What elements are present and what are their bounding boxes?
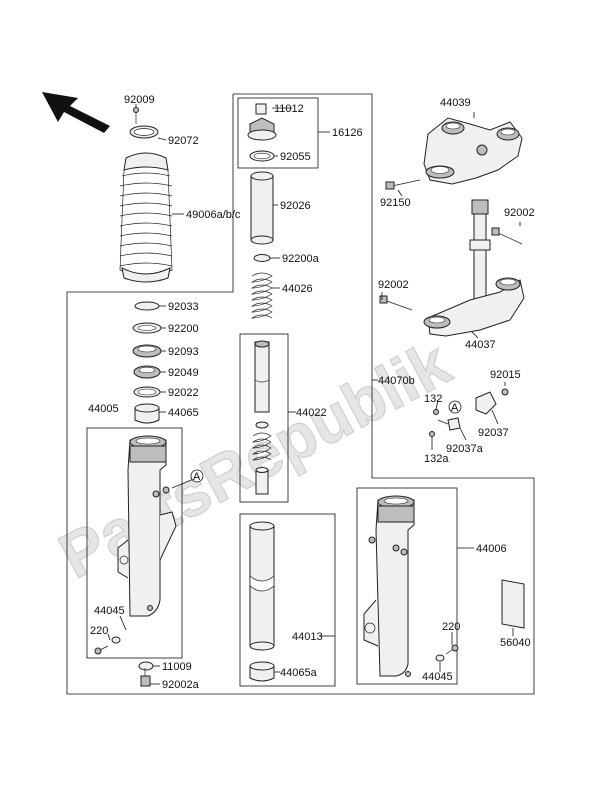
label-56040: 56040 (500, 637, 531, 649)
brake-hose-clip (429, 388, 509, 437)
label-44039: 44039 (440, 97, 471, 109)
label-44045-right: 44045 (422, 671, 453, 683)
label-92200: 92200 (168, 323, 199, 335)
left-outer-tube (117, 435, 197, 617)
label-220-left: 220 (90, 625, 108, 637)
label-132a: 132a (424, 453, 449, 465)
washer-92200a (253, 254, 271, 262)
label-44006: 44006 (476, 543, 507, 555)
fork-spring (250, 272, 273, 319)
left-tube-hardware (94, 636, 154, 687)
label-92072: 92072 (168, 135, 199, 147)
left-tube-group-frame (86, 427, 183, 659)
front-arrow-icon (42, 92, 110, 133)
label-92022: 92022 (168, 387, 199, 399)
label-44065: 44065 (168, 407, 199, 419)
label-44026: 44026 (282, 283, 313, 295)
label-44065a: 44065a (280, 667, 318, 679)
damper-group-frame (239, 333, 289, 503)
right-outer-tube (363, 495, 459, 677)
label-44045-left: 44045 (94, 605, 125, 617)
label-92150: 92150 (380, 197, 411, 209)
label-16126: 16126 (332, 127, 363, 139)
label-92037a: 92037a (446, 443, 484, 455)
right-tube-group-frame (356, 487, 458, 685)
upper-triple-clamp (385, 117, 523, 190)
callout-marker-a-right: A (448, 400, 462, 414)
group-frames (66, 93, 535, 695)
callout-marker-a-left: A (190, 469, 204, 483)
leader-lines (107, 104, 521, 685)
label-92049: 92049 (168, 367, 199, 379)
label-92093: 92093 (168, 346, 199, 358)
seal-stack (132, 301, 162, 424)
label-92015: 92015 (490, 369, 521, 381)
label-92037: 92037 (478, 427, 509, 439)
label-92033: 92033 (168, 301, 199, 313)
svg-text:A: A (193, 471, 201, 483)
label-11012: 11012 (274, 103, 304, 115)
reflector-plate (501, 579, 525, 629)
part-labels: 92009 92072 49006a/b/c 11012 16126 92055… (88, 94, 535, 691)
label-92002a: 92002a (162, 679, 200, 691)
svg-text:A: A (451, 402, 459, 414)
label-220-right: 220 (442, 621, 460, 633)
label-44037: 44037 (465, 339, 496, 351)
inner-tube (249, 521, 275, 682)
label-44005: 44005 (88, 403, 119, 415)
label-44013: 44013 (292, 631, 323, 643)
cap-group-frame (237, 97, 319, 169)
label-132: 132 (424, 393, 442, 405)
label-92002-mid: 92002 (378, 279, 409, 291)
label-44022: 44022 (296, 407, 327, 419)
label-44070b: 44070b (378, 375, 415, 387)
label-49006: 49006a/b/c (186, 209, 241, 221)
label-92026: 92026 (280, 200, 311, 212)
dust-boot-assembly (119, 107, 173, 283)
inner-tube-group-frame (239, 513, 336, 687)
steering-stem-clamp (379, 199, 525, 337)
fork-cap (247, 103, 277, 162)
label-11009: 11009 (162, 661, 192, 673)
label-92009: 92009 (124, 94, 155, 106)
damper-rod (251, 340, 272, 495)
label-92200a: 92200a (282, 253, 320, 265)
label-92002-top: 92002 (504, 207, 535, 219)
outer-assembly-frame (66, 93, 535, 695)
label-92055: 92055 (280, 151, 311, 163)
spacer-pipe (250, 171, 274, 245)
